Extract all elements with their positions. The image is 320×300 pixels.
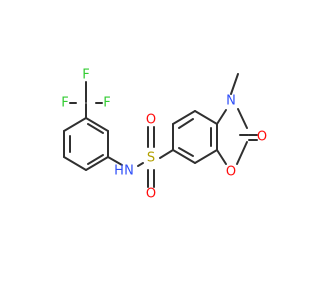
bond	[63, 117, 87, 132]
bond	[216, 149, 227, 165]
bond	[172, 110, 196, 125]
bonds	[63, 73, 258, 188]
bond	[194, 149, 218, 164]
bond	[87, 123, 104, 134]
atom-O: O	[146, 113, 156, 128]
structure-svg: F F F N H S O O N O O	[61, 68, 267, 202]
bond	[85, 156, 109, 171]
bond	[236, 141, 248, 165]
bond	[237, 108, 248, 129]
bond	[178, 118, 194, 129]
atom-H: H	[114, 164, 124, 179]
molecule-diagram: F F F N H S O O N O O	[61, 68, 267, 202]
bond	[85, 117, 109, 132]
atom-F: F	[82, 68, 89, 83]
atom-N: N	[124, 164, 134, 179]
atom-labels: F F F N H S O O N O O	[61, 68, 267, 202]
bond	[230, 73, 239, 95]
atom-F: F	[61, 96, 68, 111]
bond	[137, 162, 144, 167]
atom-N: N	[226, 94, 236, 109]
bond	[87, 154, 104, 165]
atom-O: O	[257, 130, 267, 145]
bond	[107, 156, 123, 166]
atom-O: O	[146, 187, 156, 202]
bond	[63, 156, 87, 171]
bond	[178, 147, 194, 157]
bond	[216, 109, 227, 125]
bond	[159, 149, 174, 159]
atom-O: O	[226, 165, 236, 180]
atom-F: F	[103, 96, 110, 111]
atom-S: S	[147, 151, 155, 166]
bond	[194, 110, 218, 125]
bond	[172, 149, 196, 164]
